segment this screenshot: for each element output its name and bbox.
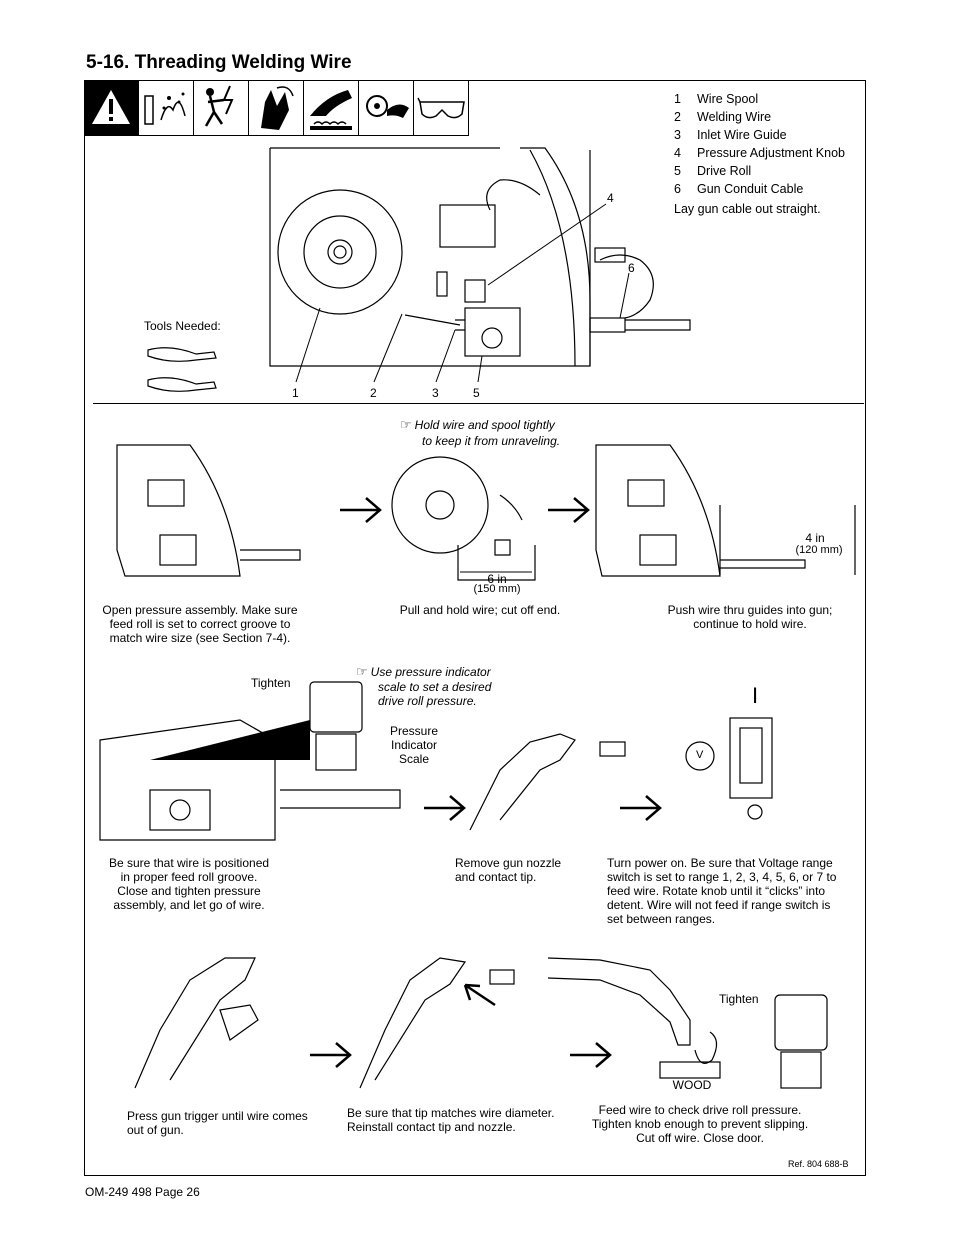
page-footer: OM-249 498 Page 26 — [85, 1185, 200, 1199]
step-row-2-illustrations — [99, 681, 773, 841]
step-2-text: Pull and hold wire; cut off end. — [399, 603, 561, 617]
hot-surface-icon — [304, 80, 359, 136]
tighten-label: Tighten — [251, 676, 291, 690]
callout-1: 1 — [292, 386, 299, 400]
step-row-3-illustrations — [134, 957, 828, 1089]
step-row-1-illustrations — [116, 444, 856, 581]
tools-needed-label: Tools Needed: — [144, 319, 221, 333]
wire-feeder-illustration — [147, 147, 691, 392]
legend-note: Lay gun cable out straight. — [674, 202, 821, 216]
step-3-text: Push wire thru guides into gun;continue … — [667, 603, 833, 631]
safety-icon-strip — [84, 80, 476, 136]
wood-label: WOOD — [672, 1078, 712, 1092]
hold-wire-note-line2: to keep it from unraveling. — [422, 434, 561, 448]
dim-120mm: (120 mm) — [795, 544, 843, 556]
note-pointer-icon: ☞ — [400, 417, 412, 432]
note-pointer-icon: ☞ — [356, 664, 368, 679]
callout-5: 5 — [473, 386, 480, 400]
fire-spark-icon — [139, 80, 194, 136]
step-8-text: Be sure that tip matches wire diameter.R… — [347, 1106, 555, 1134]
callout-4: 4 — [607, 191, 614, 205]
step-9-text: Feed wire to check drive roll pressure.T… — [591, 1103, 809, 1145]
hand-fan-icon — [249, 80, 304, 136]
power-on-symbol: I — [752, 683, 759, 708]
section-divider — [93, 403, 864, 404]
hold-wire-note: ☞Hold wire and spool tightly — [400, 417, 555, 433]
callout-6: 6 — [628, 261, 635, 275]
pressure-note-line3: drive roll pressure. — [378, 694, 477, 708]
figure-frame — [84, 80, 866, 1176]
dim-150mm: (150 mm) — [473, 583, 521, 595]
electric-shock-icon — [194, 80, 249, 136]
page-title: 5-16. Threading Welding Wire — [86, 52, 352, 73]
callout-2: 2 — [370, 386, 377, 400]
reference-number: Ref. 804 688-B — [788, 1159, 849, 1169]
dim-6in: 6 in — [487, 572, 507, 586]
pressure-note: ☞Use pressure indicator — [356, 664, 491, 680]
pressure-note-line2: scale to set a desired — [378, 680, 492, 694]
dim-4in: 4 in — [805, 531, 825, 545]
step-6-text: Turn power on. Be sure that Voltage rang… — [607, 856, 837, 926]
voltmeter-label: V — [696, 749, 704, 761]
warning-icon — [84, 80, 139, 136]
tighten-label-2: Tighten — [719, 992, 759, 1006]
safety-glasses-icon — [414, 80, 469, 136]
callout-3: 3 — [432, 386, 439, 400]
moving-parts-icon — [359, 80, 414, 136]
